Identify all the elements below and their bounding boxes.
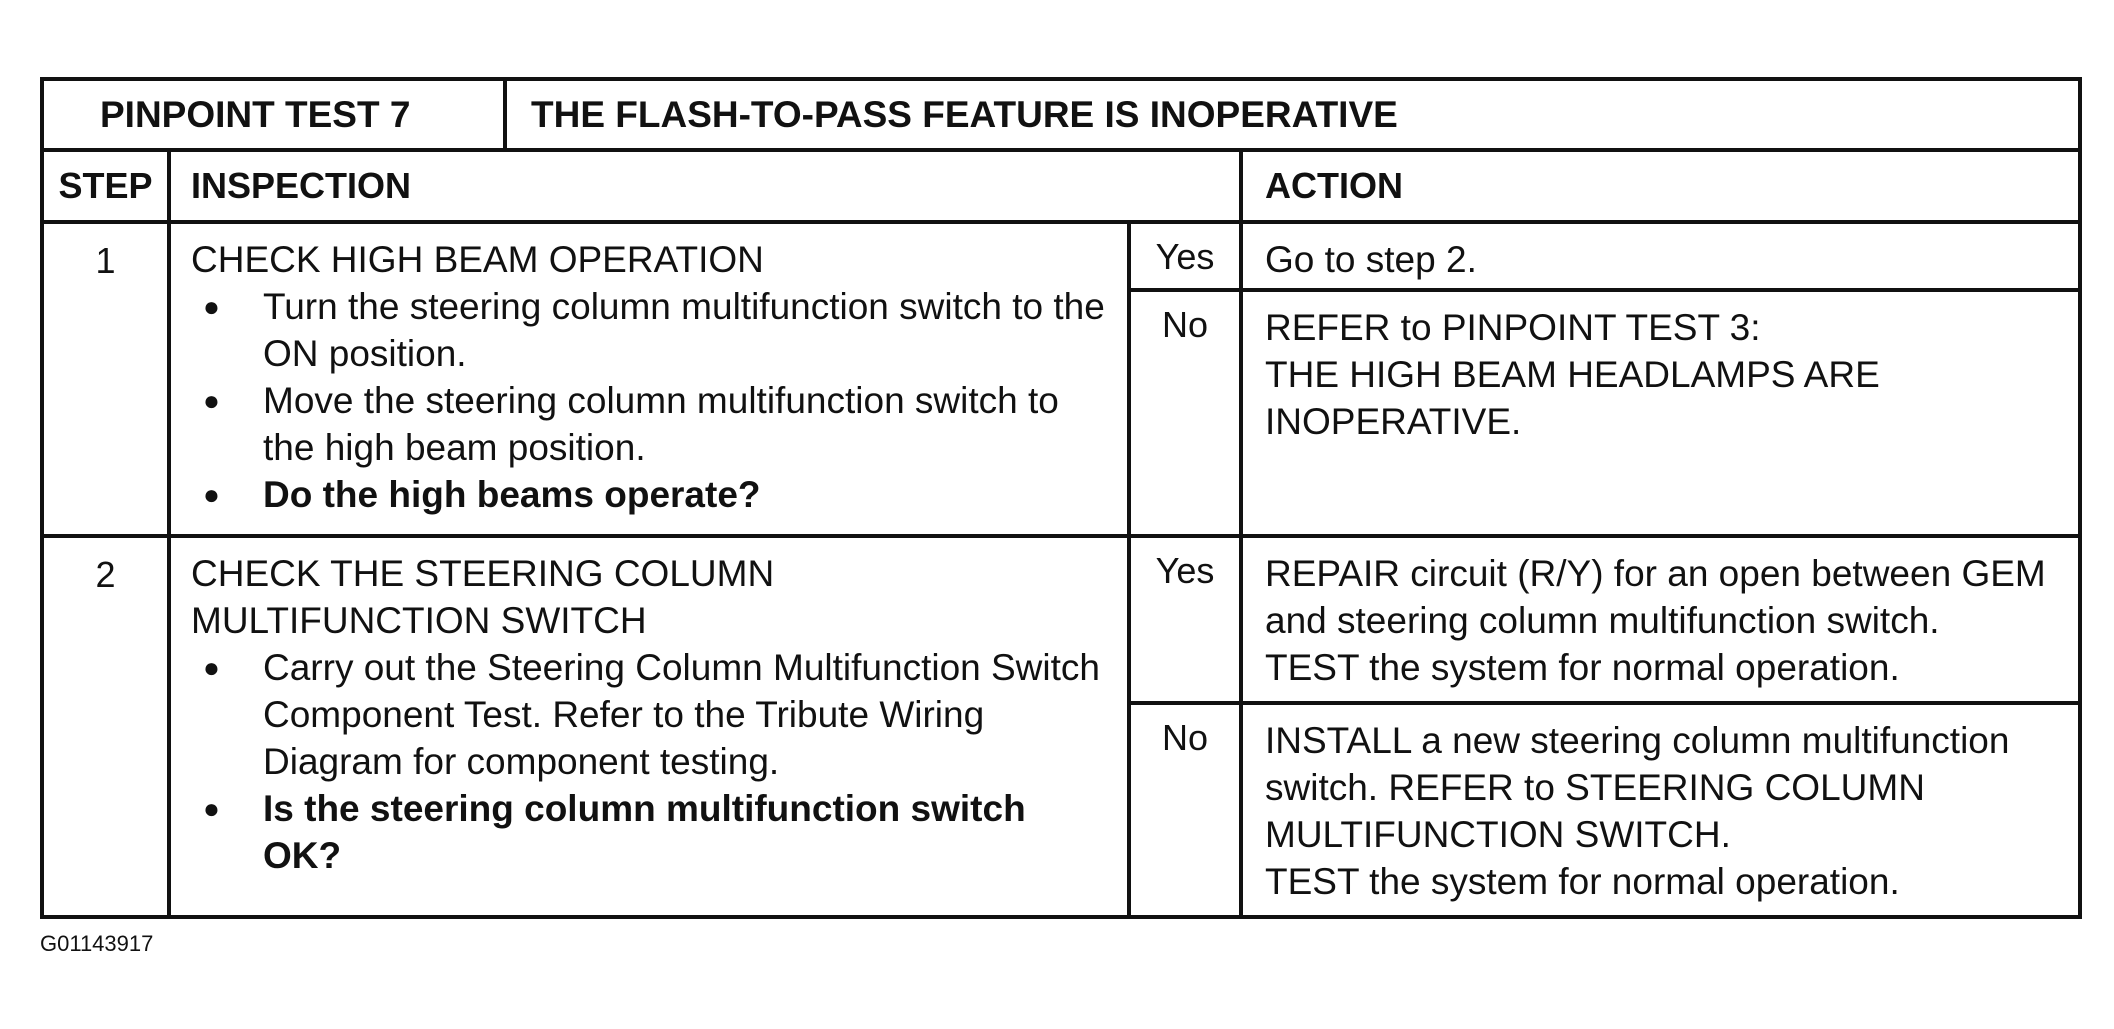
header-inspection: INSPECTION [171, 152, 1243, 220]
test-description: THE FLASH-TO-PASS FEATURE IS INOPERATIVE [531, 93, 1398, 135]
answer-no: No REFER to PINPOINT TEST 3: THE HIGH BE… [1131, 292, 2078, 534]
bullet-item: ● Is the steering column multifunction sw… [191, 785, 1111, 879]
answer-label: No [1131, 292, 1243, 534]
bullet-dot-icon: ● [203, 652, 220, 683]
answer-line: THE HIGH BEAM HEADLAMPS ARE INOPERATIVE. [1265, 354, 1880, 442]
test-id: PINPOINT TEST 7 [44, 81, 507, 148]
answer-line: TEST the system for normal operation. [1265, 861, 1900, 902]
bullet-dot-icon: ● [203, 385, 220, 416]
inspection-cell: CHECK HIGH BEAM OPERATION ● Turn the stee… [171, 224, 1131, 534]
answer-line: REPAIR circuit (R/Y) for an open between… [1265, 553, 2046, 641]
answer-label: No [1131, 705, 1243, 915]
step-row-1: 1 CHECK HIGH BEAM OPERATION ● Turn the st… [44, 224, 2078, 538]
answer-no: No INSTALL a new steering column multifu… [1131, 705, 2078, 915]
action-cell: Yes Go to step 2. No REFER to PINPOINT T… [1131, 224, 2078, 534]
answer-text: REFER to PINPOINT TEST 3: THE HIGH BEAM … [1243, 292, 2078, 534]
answer-label: Yes [1131, 538, 1243, 701]
action-cell: Yes REPAIR circuit (R/Y) for an open bet… [1131, 538, 2078, 915]
answer-line: Go to step 2. [1265, 239, 1477, 280]
header-action: ACTION [1265, 165, 1403, 206]
bullet-dot-icon: ● [203, 479, 220, 510]
inspection-bullets: ● Carry out the Steering Column Multifunc… [191, 644, 1111, 879]
step-number: 1 [44, 224, 171, 534]
answer-line: REFER to PINPOINT TEST 3: [1265, 307, 1761, 348]
bullet-question: Do the high beams operate? [263, 474, 761, 515]
inspection-cell: CHECK THE STEERING COLUMN MULTIFUNCTION … [171, 538, 1131, 915]
bullet-text: Turn the steering column multifunction s… [263, 286, 1105, 374]
answer-line: INSTALL a new steering column multifunct… [1265, 720, 2010, 855]
header-step: STEP [44, 152, 171, 220]
bullet-dot-icon: ● [203, 793, 220, 824]
inspection-heading: MULTIFUNCTION SWITCH [191, 600, 647, 641]
inspection-heading: CHECK HIGH BEAM OPERATION [191, 239, 764, 280]
pinpoint-test-table: PINPOINT TEST 7 THE FLASH-TO-PASS FEATUR… [40, 77, 2082, 919]
title-row: PINPOINT TEST 7 THE FLASH-TO-PASS FEATUR… [44, 81, 2078, 152]
bullet-item: ● Move the steering column multifunction … [191, 377, 1111, 471]
step-number: 2 [44, 538, 171, 915]
bullet-item: ● Do the high beams operate? [191, 471, 1111, 518]
answer-text: INSTALL a new steering column multifunct… [1243, 705, 2078, 915]
bullet-dot-icon: ● [203, 291, 220, 322]
answer-line: TEST the system for normal operation. [1265, 647, 1900, 688]
bullet-text: Carry out the Steering Column Multifunct… [263, 647, 1100, 782]
answer-yes: Yes Go to step 2. [1131, 224, 2078, 292]
step-row-2: 2 CHECK THE STEERING COLUMN MULTIFUNCTIO… [44, 538, 2078, 915]
answer-label: Yes [1131, 224, 1243, 288]
answer-text: Go to step 2. [1243, 224, 2078, 288]
answer-text: REPAIR circuit (R/Y) for an open between… [1243, 538, 2078, 701]
bullet-item: ● Turn the steering column multifunction … [191, 283, 1111, 377]
inspection-bullets: ● Turn the steering column multifunction … [191, 283, 1111, 518]
inspection-heading: CHECK THE STEERING COLUMN [191, 553, 775, 594]
bullet-text: Move the steering column multifunction s… [263, 380, 1059, 468]
bullet-question: Is the steering column multifunction swi… [263, 788, 1026, 876]
header-row: STEP INSPECTION ACTION [44, 152, 2078, 224]
bullet-item: ● Carry out the Steering Column Multifunc… [191, 644, 1111, 785]
figure-code: G01143917 [40, 931, 154, 956]
answer-yes: Yes REPAIR circuit (R/Y) for an open bet… [1131, 538, 2078, 705]
